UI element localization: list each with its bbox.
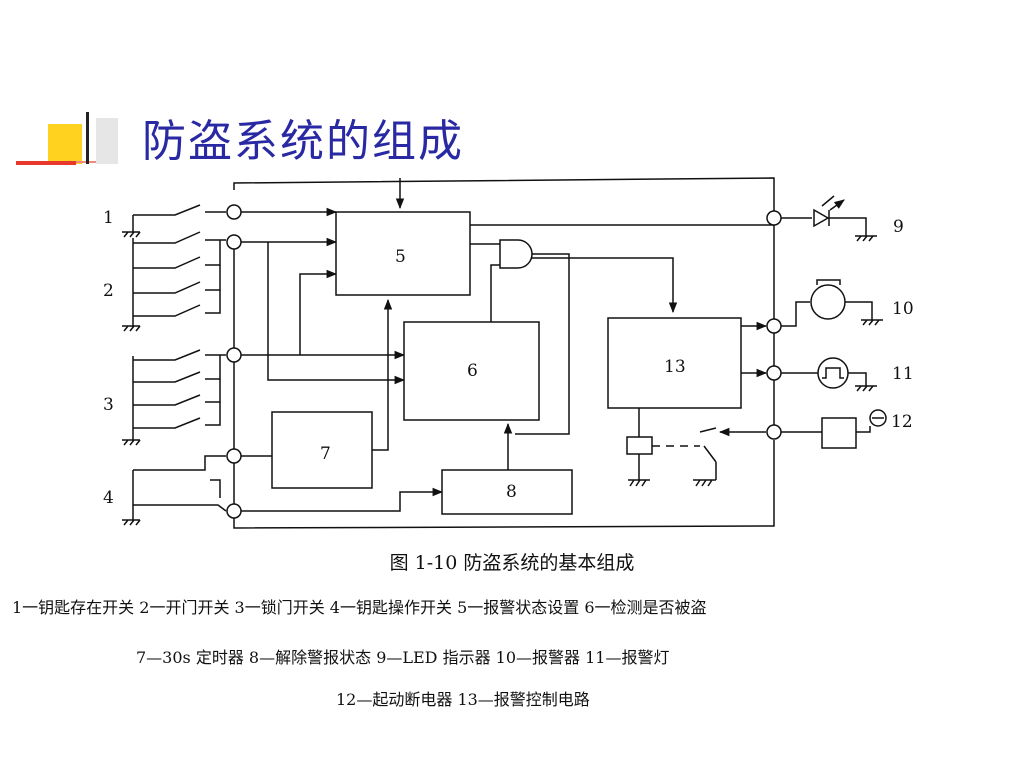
title-decoration-bar — [86, 112, 89, 164]
switch-4 — [133, 455, 227, 512]
starter-box — [821, 417, 857, 449]
alarm-ground — [845, 301, 883, 326]
block-13 — [607, 317, 742, 409]
title-decoration-square — [48, 124, 82, 164]
ground-symbol-1 — [122, 231, 141, 238]
ground-symbol-3 — [122, 356, 141, 446]
block-label-13: 13 — [664, 357, 686, 377]
block-5 — [335, 211, 471, 296]
title-mask — [142, 160, 582, 176]
terminal-label-4: 4 — [103, 488, 114, 508]
relay-contact — [693, 427, 717, 487]
node-9 — [766, 210, 782, 226]
switch-2a — [133, 231, 226, 244]
node-2 — [226, 234, 242, 250]
switch-2c — [133, 265, 221, 294]
block-label-8: 8 — [506, 482, 517, 502]
legend-line-2: 7—30s 定时器 8—解除警报状态 9—LED 指示器 10—报警器 11—报… — [136, 648, 670, 667]
block-6 — [403, 321, 540, 421]
wire-3-to-5 — [299, 269, 338, 355]
block-8 — [441, 469, 573, 515]
block-label-6: 6 — [467, 361, 478, 381]
lamp-icon — [817, 357, 849, 389]
slide-title: 防盗系统的组成 — [142, 116, 464, 167]
switch-3d — [133, 402, 221, 429]
bottom-bus-wire — [233, 440, 775, 529]
title-decoration-shade — [96, 118, 118, 164]
switch-3a — [133, 349, 226, 361]
node-3 — [226, 347, 242, 363]
lamp-filament — [822, 367, 844, 379]
relay-coil — [626, 436, 653, 455]
led-icon — [813, 208, 830, 228]
wire-and-loop — [515, 253, 570, 435]
terminal-label-2: 2 — [103, 281, 114, 301]
block-7 — [271, 411, 373, 489]
terminal-label-1: 1 — [103, 208, 114, 228]
alarm-top — [816, 279, 841, 285]
switch-1 — [133, 204, 226, 216]
switch-3c — [133, 379, 221, 406]
output-label-10: 10 — [892, 299, 914, 319]
node-4a — [226, 448, 242, 464]
wire-alarm — [781, 301, 810, 327]
node-12 — [766, 424, 782, 440]
wire-6-to-and — [490, 264, 500, 322]
ground-symbol-2 — [122, 238, 141, 332]
lamp-ground — [848, 372, 877, 392]
wire-7-to-5 — [372, 298, 393, 451]
wire-starter-out — [856, 426, 871, 433]
wire-2-to-6 — [267, 242, 406, 385]
switch-2d — [133, 290, 221, 317]
alarm-icon — [810, 284, 846, 320]
led-ground — [829, 217, 877, 242]
block-label-5: 5 — [395, 247, 406, 267]
node-1 — [226, 204, 242, 220]
led-rays — [821, 196, 844, 210]
node-10 — [766, 318, 782, 334]
node-11 — [766, 365, 782, 381]
wire-4-to-8 — [241, 487, 444, 512]
node-4b — [226, 503, 242, 519]
top-bus-wire — [233, 177, 775, 215]
and-gate — [499, 239, 533, 269]
output-label-9: 9 — [893, 217, 904, 237]
block-label-7: 7 — [320, 444, 331, 464]
wire-and-to-13 — [532, 257, 678, 314]
title-decoration-line — [16, 161, 76, 165]
legend-line-3: 12—起动断电器 13—报警控制电路 — [336, 690, 590, 709]
relay-ground — [628, 454, 650, 487]
output-label-11: 11 — [892, 364, 914, 384]
switch-2b — [133, 240, 221, 269]
output-label-12: 12 — [891, 412, 913, 432]
figure-caption: 图 1-10 防盗系统的基本组成 — [389, 552, 635, 574]
terminal-label-3: 3 — [103, 395, 114, 415]
legend-line-1: 1一钥匙存在开关 2一开门开关 3一锁门开关 4一钥匙操作开关 5一报警状态设置… — [12, 598, 707, 617]
ground-symbol-4 — [122, 470, 141, 526]
